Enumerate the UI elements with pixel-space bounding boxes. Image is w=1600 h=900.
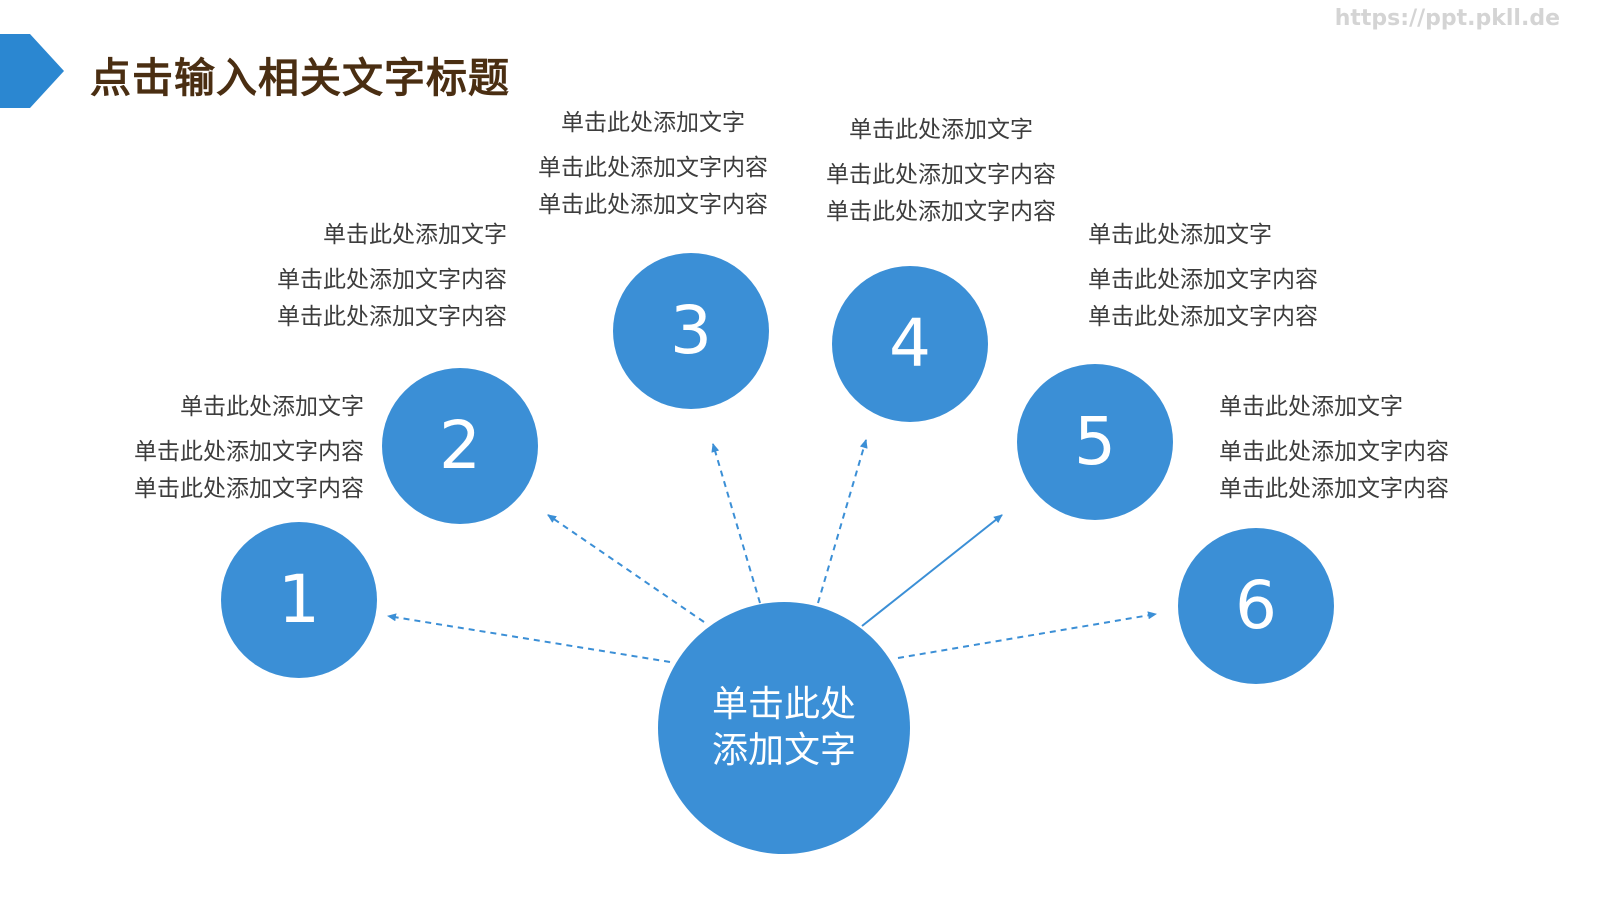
connector-arrow-6 — [897, 611, 1157, 659]
text-block-3: 单击此处添加文字 单击此处添加文字内容 单击此处添加文字内容 — [520, 106, 786, 224]
text-line-5a: 单击此处添加文字内容 — [1088, 267, 1318, 293]
text-heading-4: 单击此处添加文字 — [849, 117, 1033, 143]
text-block-2: 单击此处添加文字 单击此处添加文字内容 单击此处添加文字内容 — [277, 218, 507, 336]
connector-arrow-1 — [387, 613, 671, 663]
node-number-1: 1 — [278, 561, 320, 638]
connector-arrow-2 — [547, 514, 705, 623]
text-line-3a: 单击此处添加文字内容 — [538, 155, 768, 181]
node-number-4: 4 — [889, 305, 931, 382]
node-circle-3: 3 — [613, 253, 769, 409]
node-number-2: 2 — [439, 407, 481, 484]
watermark: https://ppt.pkll.de — [1334, 6, 1560, 31]
center-circle: 单击此处 添加文字 — [658, 602, 910, 854]
node-circle-2: 2 — [382, 368, 538, 524]
connector-arrow-3 — [711, 443, 761, 604]
header-arrow-icon — [0, 34, 64, 108]
text-heading-1: 单击此处添加文字 — [180, 394, 364, 420]
node-circle-4: 4 — [832, 266, 988, 422]
center-label-line2: 添加文字 — [711, 730, 856, 771]
text-block-1: 单击此处添加文字 单击此处添加文字内容 单击此处添加文字内容 — [134, 390, 364, 508]
node-circle-6: 6 — [1178, 528, 1334, 684]
text-line-6a: 单击此处添加文字内容 — [1219, 439, 1449, 465]
text-line-2a: 单击此处添加文字内容 — [277, 267, 507, 293]
text-line-1a: 单击此处添加文字内容 — [134, 439, 364, 465]
text-block-4: 单击此处添加文字 单击此处添加文字内容 单击此处添加文字内容 — [808, 113, 1074, 231]
text-line-2b: 单击此处添加文字内容 — [277, 304, 507, 330]
text-heading-6: 单击此处添加文字 — [1219, 394, 1403, 420]
connector-arrow-5 — [861, 514, 1003, 627]
node-number-5: 5 — [1074, 403, 1116, 480]
center-label-line1: 单击此处 — [711, 684, 856, 725]
text-line-3b: 单击此处添加文字内容 — [538, 192, 768, 218]
node-number-3: 3 — [670, 292, 712, 369]
text-line-4a: 单击此处添加文字内容 — [826, 162, 1056, 188]
text-heading-3: 单击此处添加文字 — [561, 110, 745, 136]
text-line-5b: 单击此处添加文字内容 — [1088, 304, 1318, 330]
node-circle-5: 5 — [1017, 364, 1173, 520]
text-line-6b: 单击此处添加文字内容 — [1219, 476, 1449, 502]
text-heading-5: 单击此处添加文字 — [1088, 222, 1272, 248]
node-number-6: 6 — [1235, 567, 1277, 644]
text-heading-2: 单击此处添加文字 — [323, 222, 507, 248]
text-block-6: 单击此处添加文字 单击此处添加文字内容 单击此处添加文字内容 — [1219, 390, 1449, 508]
text-block-5: 单击此处添加文字 单击此处添加文字内容 单击此处添加文字内容 — [1088, 218, 1318, 336]
text-line-4b: 单击此处添加文字内容 — [826, 199, 1056, 225]
node-circle-1: 1 — [221, 522, 377, 678]
page-title: 点击输入相关文字标题 — [90, 54, 510, 102]
text-line-1b: 单击此处添加文字内容 — [134, 476, 364, 502]
connector-arrow-4 — [817, 439, 868, 604]
